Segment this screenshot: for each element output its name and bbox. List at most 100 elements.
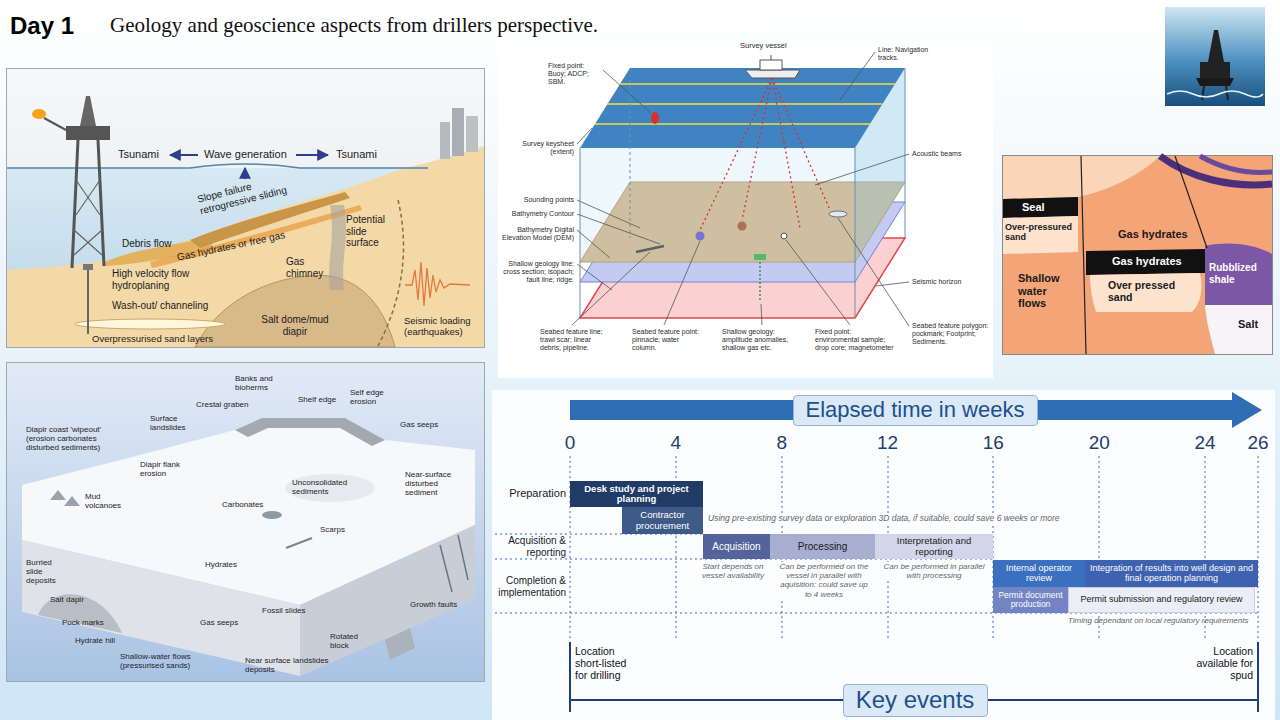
layer-label: Gas hydrates	[1118, 228, 1188, 241]
survey-timeline-part	[492, 390, 1275, 720]
seabed-block-diagram-part	[38, 594, 122, 633]
survey-callout: Line: Navigation tracks.	[878, 46, 940, 62]
geohazard-illustration-part	[452, 108, 464, 156]
survey-schematic-part	[664, 241, 700, 325]
feature-label: Hydrates	[205, 560, 237, 569]
key-events-box: Key events	[843, 684, 988, 717]
feature-label: Self edge erosion	[350, 388, 396, 406]
geohazard-illustration-part	[76, 180, 100, 215]
feature-label: Gas seeps	[200, 618, 240, 627]
survey-schematic-part	[761, 304, 762, 325]
survey-schematic-part	[772, 78, 830, 210]
week-number: 12	[868, 432, 908, 454]
feature-label: Diapir flank erosion	[140, 460, 202, 478]
survey-schematic-part	[754, 254, 766, 260]
feature-label: Gas seeps	[400, 420, 438, 429]
seabed-block-diagram-part	[458, 535, 468, 580]
survey-schematic-part	[838, 218, 909, 326]
layer-label: Salt	[1238, 318, 1258, 331]
geohazard-illustration-part	[74, 230, 102, 255]
geohazard-illustration-part	[72, 140, 78, 268]
survey-schematic-part	[580, 148, 581, 318]
survey-schematic-part	[620, 83, 895, 85]
shallow-hazard-section-part	[1003, 156, 1273, 355]
timeline-note: Start depends on vessel availability	[695, 562, 771, 580]
survey-schematic-part	[636, 246, 664, 252]
survey-schematic-part	[651, 112, 659, 124]
seabed-block-diagram-part	[22, 418, 475, 605]
task-bar: Interpretation and reporting	[875, 534, 993, 559]
survey-schematic-part	[772, 78, 800, 228]
timeline-note: Can be performed in parallel with proces…	[878, 562, 990, 580]
seabed-block-diagram-part	[22, 540, 300, 676]
shallow-hazard-section-part	[1086, 249, 1205, 275]
survey-timeline-part	[1258, 456, 1259, 640]
week-number: 16	[973, 432, 1013, 454]
task-bar: Permit submission and regulatory review	[1068, 587, 1255, 613]
survey-callout: Seismic horizon	[912, 278, 988, 286]
hazard-label: Debris flow	[122, 238, 171, 250]
task-bar: Desk study and project planning	[570, 481, 703, 507]
shallow-hazard-section-part	[1160, 156, 1272, 185]
survey-schematic-part	[829, 211, 847, 217]
row-label: Completion & implementation	[492, 575, 566, 598]
box-text: Acquisition	[712, 541, 760, 552]
survey-schematic-part	[781, 233, 787, 239]
geohazard-illustration-part	[76, 180, 100, 215]
seabed-block-diagram-part	[385, 628, 415, 660]
layer-label: Rubblized shale	[1209, 262, 1267, 285]
box-text: Permit document production	[996, 591, 1065, 610]
layer-label: Over pressed sand	[1108, 279, 1190, 303]
box-text: Contractor procurement	[625, 510, 700, 531]
task-bar: Internal operator review	[993, 560, 1085, 587]
task-bar: Acquisition	[703, 534, 770, 559]
survey-timeline-part	[570, 392, 1262, 428]
week-number: 24	[1185, 432, 1225, 454]
geohazard-illustration-part	[329, 205, 346, 290]
survey-schematic-part	[696, 232, 705, 241]
survey-callout: Fixed point: Buoy; ADCP; SBM.	[548, 62, 600, 86]
geohazard-illustration-part	[296, 154, 328, 156]
shallow-hazard-section-part	[1205, 305, 1272, 354]
geohazard-illustration-part	[440, 122, 450, 159]
layer-label: Gas hydrates	[1112, 255, 1182, 268]
survey-callout: Bathymetry Digital Elevation Model (DEM)	[500, 226, 574, 242]
shallow-hazard-section-part	[1200, 156, 1272, 172]
geohazard-illustration-part	[405, 262, 470, 306]
week-number: 0	[550, 432, 590, 454]
feature-label: Rotated block	[330, 632, 375, 650]
geohazard-illustration-part	[66, 126, 110, 140]
feature-label: Surface landslides	[150, 414, 205, 432]
hazard-label: Potential slide surface	[346, 214, 394, 249]
survey-schematic-part	[595, 123, 870, 125]
survey-schematic-part	[759, 262, 761, 302]
seabed-block-diagram-part	[235, 418, 385, 446]
logo-part	[1226, 86, 1228, 100]
feature-label: Mud volcanoes	[85, 492, 135, 510]
timeline-note: Using pre-existing survey data or explor…	[706, 514, 1062, 524]
box-text: Internal operator review	[996, 564, 1082, 584]
survey-schematic-part	[905, 68, 906, 238]
task-bar: Integration of results into well design …	[1085, 560, 1258, 587]
survey-callout: Survey keysheet (extent)	[500, 140, 574, 156]
hazard-label: Seismic loading (earthquakes)	[404, 316, 482, 338]
seabed-block-diagram-part	[50, 490, 66, 500]
logo-part	[1167, 91, 1263, 97]
box-text: Permit submission and regulatory review	[1080, 595, 1242, 605]
box-text: Desk study and project planning	[573, 484, 700, 505]
seabed-block-diagram-part	[286, 538, 312, 548]
survey-callout: Survey vessel	[740, 42, 787, 51]
geohazard-illustration-part	[75, 319, 225, 329]
survey-schematic-part	[580, 202, 905, 282]
survey-schematic-part	[840, 52, 875, 100]
survey-schematic-part	[580, 148, 855, 262]
seabed-block-diagram-part	[64, 496, 80, 506]
survey-timeline	[492, 390, 1275, 720]
survey-schematic-part	[607, 103, 882, 105]
geohazard-illustration-part	[7, 146, 484, 347]
hazard-label: Tsunami	[336, 148, 377, 161]
survey-callout: Shallow geology line: cross section; iso…	[500, 260, 574, 284]
geohazard-illustration-part	[44, 118, 66, 130]
feature-label: Crestal graben	[196, 400, 248, 409]
week-number: 4	[656, 432, 696, 454]
